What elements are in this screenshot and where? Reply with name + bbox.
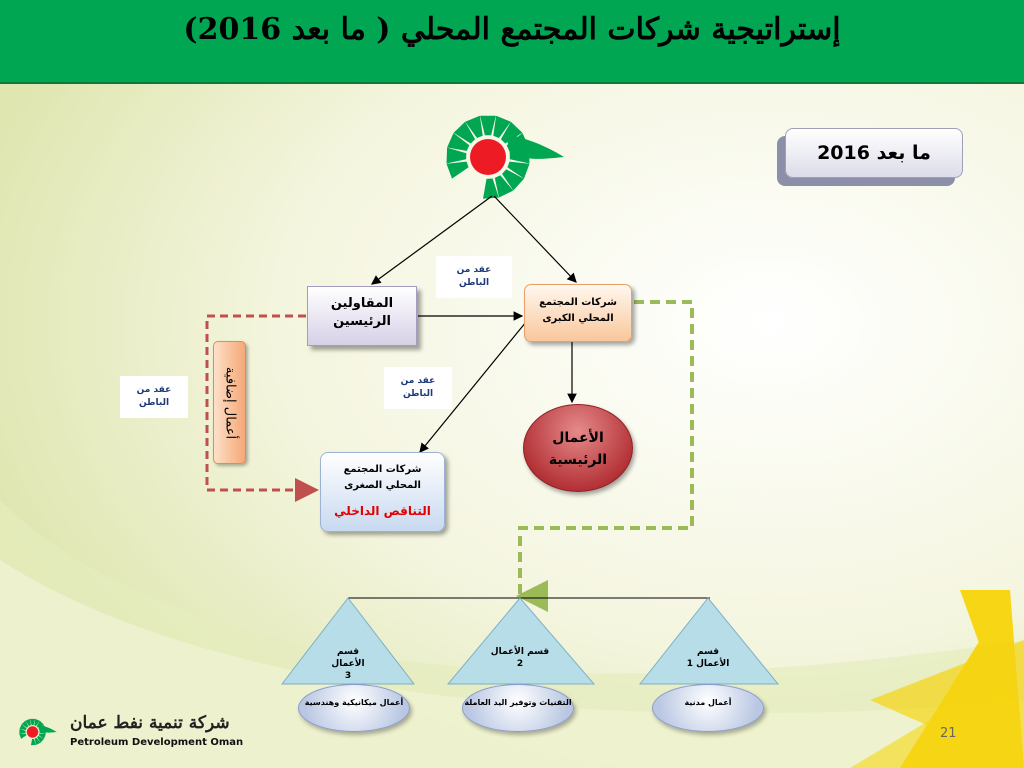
footer-company-english: Petroleum Development Oman <box>70 737 244 748</box>
department-1-label: قسم الأعمال 1 <box>674 646 742 670</box>
logo-ray <box>19 724 27 731</box>
subcontract-note-3-line1: عقد من <box>136 385 172 395</box>
logo-ray <box>19 733 27 739</box>
main-contractors-box: المقاولين الرئيسين <box>307 286 417 346</box>
header-bar: إستراتيجية شركات المجتمع المحلي ( ما بعد… <box>0 0 1024 84</box>
logo-ray <box>480 115 496 136</box>
service-oval-3: أعمال ميكانيكية وهندسية <box>298 684 410 732</box>
sunburst-decoration <box>850 590 1024 768</box>
large-lcc-box: شركات المجتمع المحلي الكبرى <box>524 284 632 342</box>
small-lcc-note: التناقص الداخلي <box>334 504 431 518</box>
logo-ray <box>19 729 26 735</box>
small-lcc-line2: المحلي الصغرى <box>344 480 421 491</box>
department-1-line2: الأعمال 1 <box>686 659 730 669</box>
subcontract-note-1-line2: الباطن <box>458 278 490 288</box>
department-triangle-1 <box>638 597 780 685</box>
small-lcc-box: شركات المجتمع المحلي الصغرى التناقص الدا… <box>320 452 445 532</box>
year-box: ما بعد 2016 <box>785 128 963 178</box>
department-2-line1: قسم الأعمال <box>490 647 550 657</box>
logo-ray <box>465 115 483 138</box>
logo-ray <box>453 121 476 144</box>
core-work-line1: الأعمال <box>552 430 604 446</box>
logo-ray <box>30 718 36 726</box>
large-lcc-line1: شركات المجتمع <box>539 297 617 308</box>
logo-ray <box>36 720 44 728</box>
footer-pdo-logo <box>19 718 57 746</box>
department-triangle-2 <box>446 597 596 685</box>
logo-ray <box>502 169 524 191</box>
logo-ray <box>34 718 40 726</box>
department-2-label: قسم الأعمال 2 <box>484 646 556 670</box>
subcontract-note-2-line1: عقد من <box>400 376 436 386</box>
subcontract-note-1-line1: عقد من <box>456 265 492 275</box>
pdo-logo <box>446 115 564 199</box>
page-number: 21 <box>940 726 957 741</box>
logo-ray <box>446 161 469 179</box>
logo-ray <box>34 737 41 745</box>
arrow-large-lcc-to-small-lcc <box>419 321 527 453</box>
subcontract-note-2-line2: الباطن <box>402 389 434 399</box>
logo-ray <box>38 733 46 739</box>
logo-ray <box>507 161 530 179</box>
department-3-line1: قسم <box>336 647 360 657</box>
subcontract-note-3: عقد من الباطن <box>120 376 188 418</box>
large-lcc-line2: المحلي الكبرى <box>542 313 614 324</box>
logo-ray <box>500 121 523 144</box>
logo-ray <box>483 178 499 199</box>
logo-tail <box>38 724 57 733</box>
dashed-green-path <box>516 300 694 612</box>
logo-ray <box>25 718 31 726</box>
extra-work-label: أعمال إضافية <box>222 366 237 439</box>
slide-title: إستراتيجية شركات المجتمع المحلي ( ما بعد… <box>183 12 841 47</box>
logo-ray <box>447 133 470 151</box>
small-lcc-line1: شركات المجتمع <box>343 464 422 475</box>
main-contractors-line2: الرئيسين <box>333 314 391 329</box>
logo-ray <box>37 735 44 743</box>
subcontract-note-3-line2: الباطن <box>138 398 170 408</box>
arrow-logo-to-contractors <box>371 195 493 285</box>
logo-ray <box>446 147 467 164</box>
dashed-red-path <box>205 314 319 502</box>
service-oval-1: أعمال مدنية <box>652 684 764 732</box>
logo-tail <box>506 134 564 159</box>
main-contractors-line1: المقاولين <box>330 296 394 311</box>
service-oval-2: التقنيات وتوفير اليد العاملة <box>462 684 574 732</box>
logo-ray <box>494 175 514 198</box>
subcontract-note-1: عقد من الباطن <box>436 256 512 298</box>
footer-company-arabic: شركة تنمية نفط عمان <box>70 713 230 733</box>
logo-ray <box>21 720 29 728</box>
arrow-logo-to-large-lcc <box>493 195 577 283</box>
department-2-line2: 2 <box>516 659 524 669</box>
logo-ray <box>493 115 511 138</box>
core-work-oval: الأعمال الرئيسية <box>523 404 633 492</box>
core-work-line2: الرئيسية <box>548 452 608 468</box>
subcontract-note-2: عقد من الباطن <box>384 367 452 409</box>
department-3-label: قسم الأعمال 3 <box>316 646 380 682</box>
extra-work-box: أعمال إضافية <box>213 341 246 464</box>
department-1-line1: قسم <box>696 647 720 657</box>
logo-ray <box>30 738 36 746</box>
department-3-line2: الأعمال <box>331 659 365 669</box>
department-3-line3: 3 <box>344 671 352 681</box>
